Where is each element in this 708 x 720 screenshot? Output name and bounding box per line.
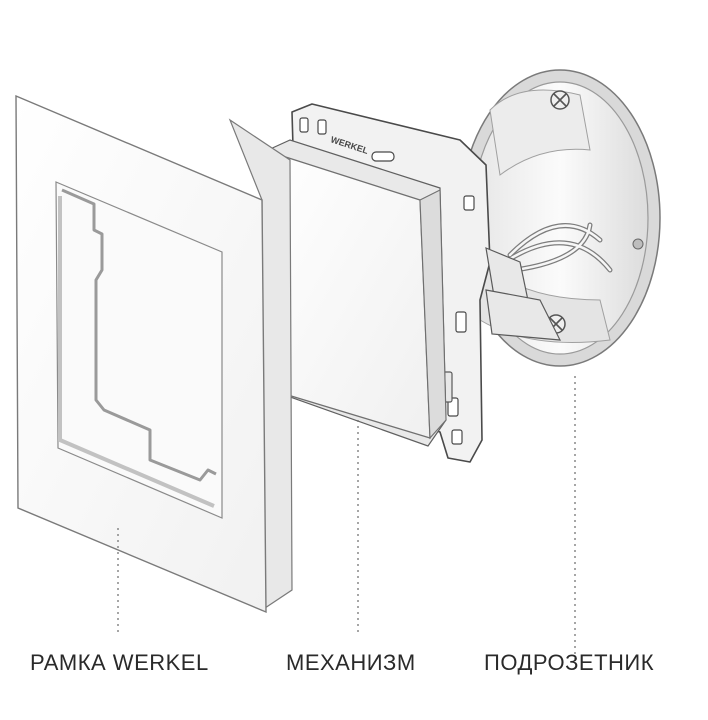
screw-icon	[550, 90, 570, 110]
terminal-block	[435, 247, 562, 403]
label-backbox: ПОДРОЗЕТНИК	[484, 650, 655, 675]
label-mechanism: МЕХАНИЗМ	[286, 650, 416, 675]
label-frame: РАМКА WERKEL	[30, 650, 209, 675]
mechanism: WERKEL	[267, 103, 562, 463]
frame	[15, 94, 293, 614]
wires	[503, 223, 612, 272]
